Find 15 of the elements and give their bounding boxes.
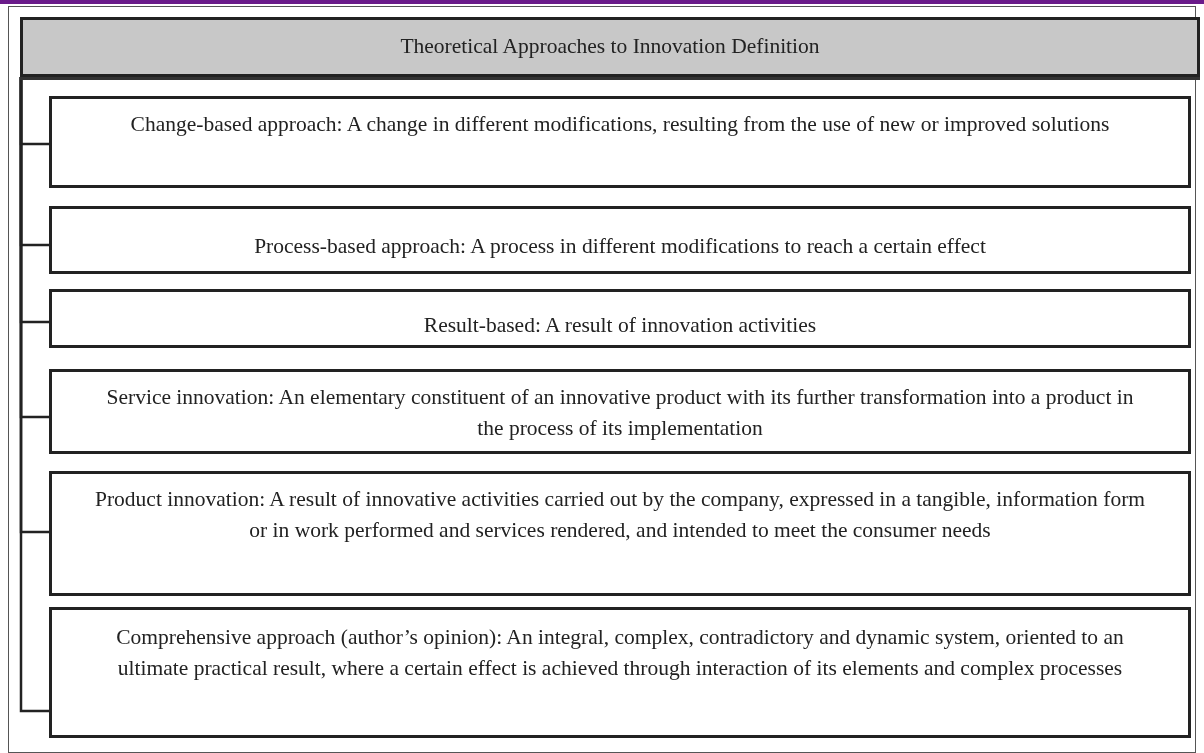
definition-text: Change-based approach: A change in different modifications, resulting from the use of new or improved solutions (130, 111, 1110, 138)
approach-box (49, 206, 1191, 274)
approach-box (49, 607, 1191, 738)
definition-text: Result-based: A result of innovation activities (423, 312, 817, 337)
definition-text: Comprehensive approach (author’s opinion): An integral, complex, contradictory and dynamic system, oriented to an ultimate practical result, where a certain effect is achieved through interaction of its elements and complex processes (115, 624, 1125, 683)
approach-box (49, 369, 1191, 454)
approach-box (49, 471, 1191, 596)
approach-box (49, 289, 1191, 348)
header-box (20, 17, 1200, 77)
heading-text: Theoretical Approaches to Innovation Definition (400, 33, 820, 61)
definition-text: Product innovation: A result of innovative activities carried out by the company, expressed in a tangible, information form or in work performed and services rendered, and intended to meet the consumer needs (93, 486, 1147, 545)
definition-text: Service innovation: An elementary constituent of an innovative product with its further transformation into a product in the process of its implementation (105, 384, 1135, 443)
definition-text: Process-based approach: A process in different modifications to reach a certain effect (254, 233, 986, 260)
connector-line (19, 77, 49, 713)
approach-box (49, 96, 1191, 188)
